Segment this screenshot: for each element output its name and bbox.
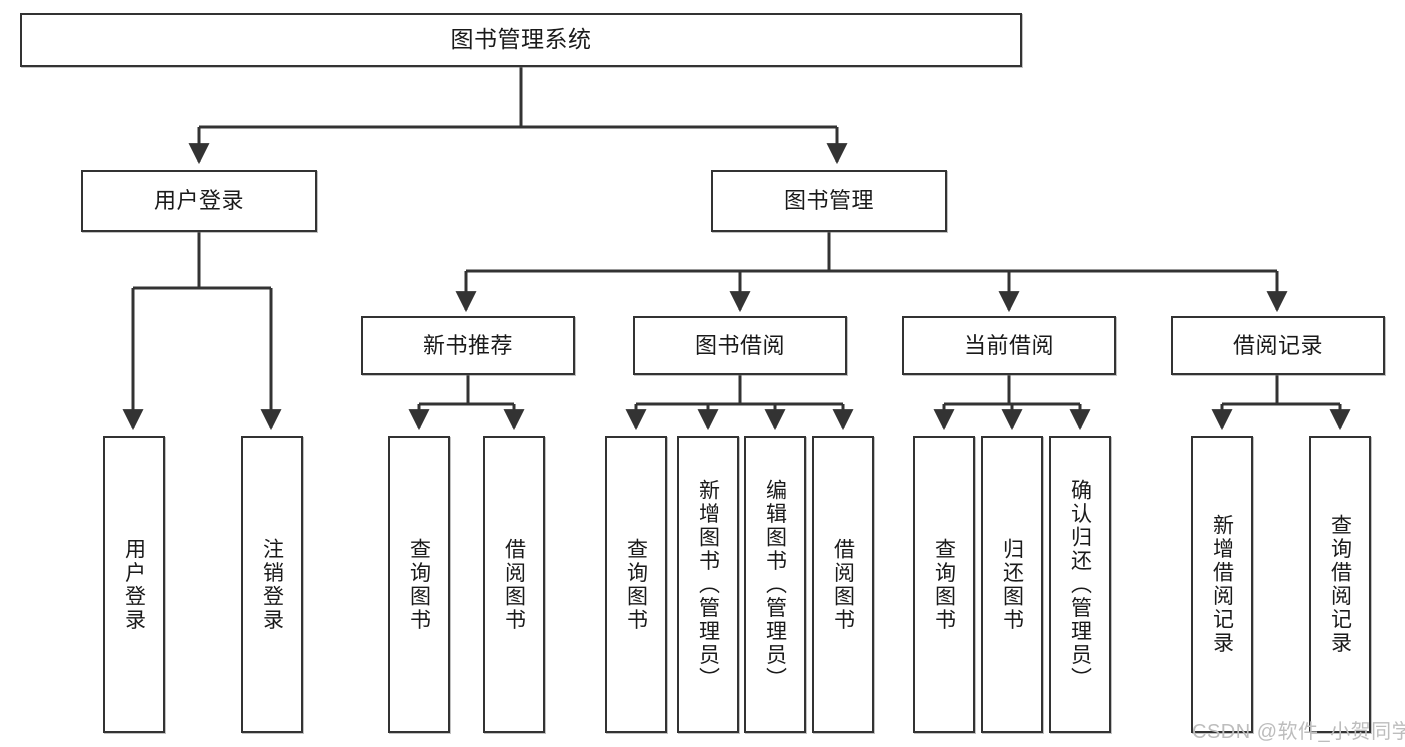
leaf-edit-book-admin[interactable]: 编辑图书（管理员） — [744, 436, 806, 733]
csdn-watermark: CSDN @软件_小贺同学 — [1192, 721, 1405, 743]
node-label: 用户登录 — [122, 537, 146, 632]
node-label: 新增图书（管理员） — [696, 478, 720, 691]
node-label: 借阅记录 — [1232, 332, 1323, 358]
node-label: 查询图书 — [407, 537, 431, 632]
node-label: 注销登录 — [260, 537, 284, 632]
node-current-borrow[interactable]: 当前借阅 — [902, 316, 1116, 375]
node-borrow-record[interactable]: 借阅记录 — [1171, 316, 1385, 375]
leaf-query-borrow-record[interactable]: 查询借阅记录 — [1309, 436, 1371, 733]
leaf-return-book[interactable]: 归还图书 — [981, 436, 1043, 733]
node-label: 查询图书 — [624, 537, 648, 632]
leaf-query-book-current[interactable]: 查询图书 — [913, 436, 975, 733]
node-label: 查询图书 — [932, 537, 956, 632]
node-label: 归还图书 — [1000, 537, 1024, 632]
node-label: 当前借阅 — [963, 332, 1054, 358]
node-label: 图书管理 — [783, 188, 874, 214]
node-new-book-recommend[interactable]: 新书推荐 — [361, 316, 575, 375]
node-label: 查询借阅记录 — [1328, 514, 1352, 655]
node-user-login[interactable]: 用户登录 — [81, 170, 317, 232]
node-label: 确认归还（管理员） — [1068, 478, 1092, 691]
node-label: 用户登录 — [153, 188, 244, 214]
leaf-logout-login[interactable]: 注销登录 — [241, 436, 303, 733]
node-label: 图书管理系统 — [450, 26, 592, 53]
node-root-book-management-system[interactable]: 图书管理系统 — [20, 13, 1022, 67]
node-label: 新增借阅记录 — [1210, 514, 1234, 655]
node-label: 借阅图书 — [502, 537, 526, 632]
node-book-management[interactable]: 图书管理 — [711, 170, 947, 232]
leaf-borrow-book[interactable]: 借阅图书 — [812, 436, 874, 733]
node-label: 借阅图书 — [831, 537, 855, 632]
leaf-user-login[interactable]: 用户登录 — [103, 436, 165, 733]
leaf-query-book-borrow[interactable]: 查询图书 — [605, 436, 667, 733]
leaf-add-book-admin[interactable]: 新增图书（管理员） — [677, 436, 739, 733]
node-label: 新书推荐 — [422, 332, 513, 358]
node-label: 图书借阅 — [694, 332, 785, 358]
leaf-borrow-book-recommend[interactable]: 借阅图书 — [483, 436, 545, 733]
leaf-confirm-return-admin[interactable]: 确认归还（管理员） — [1049, 436, 1111, 733]
leaf-query-book-recommend[interactable]: 查询图书 — [388, 436, 450, 733]
leaf-add-borrow-record[interactable]: 新增借阅记录 — [1191, 436, 1253, 733]
node-label: 编辑图书（管理员） — [763, 478, 787, 691]
node-book-borrow[interactable]: 图书借阅 — [633, 316, 847, 375]
